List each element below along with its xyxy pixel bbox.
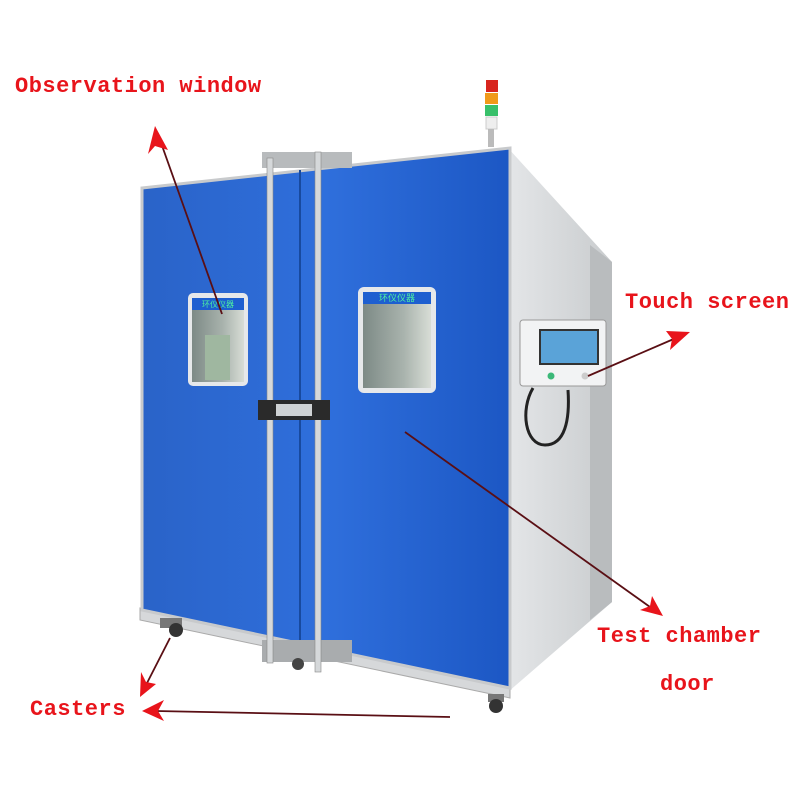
label-test-chamber-door-line1: Test chamber xyxy=(597,624,762,649)
arrowhead-icon xyxy=(148,126,168,154)
observation-window-right xyxy=(358,287,436,393)
arrowhead-icon xyxy=(640,596,663,616)
side-panel xyxy=(508,148,612,692)
arrowhead-icon xyxy=(140,672,156,697)
caster-right xyxy=(488,694,504,713)
label-observation-window: Observation window xyxy=(15,74,262,99)
arrow-observation-window xyxy=(159,139,223,315)
window-sign-right: 环仪仪器 xyxy=(379,293,415,304)
touch-screen-panel xyxy=(519,319,607,447)
observation-window-left xyxy=(188,293,248,386)
arrow-touch-screen xyxy=(587,337,677,377)
arrowhead-icon xyxy=(142,700,164,721)
arrow-caster-left xyxy=(145,637,171,686)
label-test-chamber-door-line2: door xyxy=(660,672,715,697)
arrow-test-chamber-door xyxy=(404,431,651,608)
arrow-caster-right xyxy=(155,710,451,718)
label-casters: Casters xyxy=(30,697,126,722)
caster-center xyxy=(292,658,304,670)
arrowhead-icon xyxy=(666,331,690,350)
label-touch-screen: Touch screen xyxy=(625,290,790,315)
signal-tower xyxy=(485,80,498,147)
caster-left xyxy=(160,618,183,637)
